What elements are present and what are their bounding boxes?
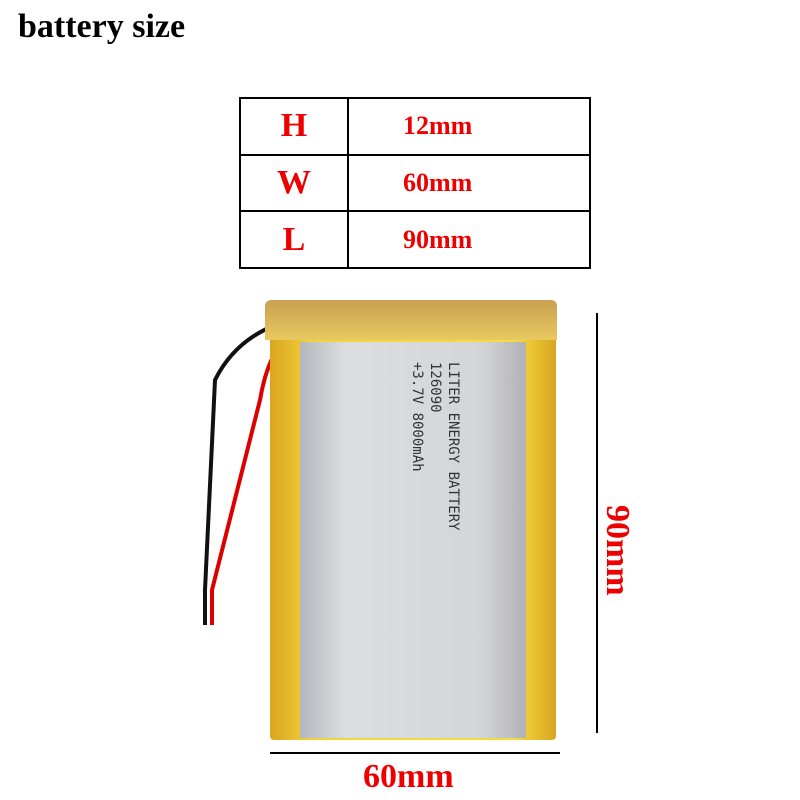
dim-value: 60mm bbox=[347, 153, 591, 213]
battery-label: LITER ENERGY BATTERY 126090 +3.7V 8000mA… bbox=[408, 362, 462, 702]
width-dimension-text: 60mm bbox=[363, 758, 454, 795]
height-dimension-text: 90mm bbox=[599, 505, 636, 596]
battery-top-tab bbox=[265, 300, 557, 340]
height-dimension-line bbox=[596, 313, 598, 733]
page-title: battery size bbox=[18, 8, 186, 45]
dim-value: 90mm bbox=[347, 210, 591, 269]
dim-label: L bbox=[239, 210, 349, 269]
battery-face bbox=[300, 342, 526, 738]
dim-label: H bbox=[239, 97, 349, 156]
width-dimension-line bbox=[270, 752, 560, 754]
label-line: +3.7V 8000mAh bbox=[409, 362, 425, 472]
dim-value: 12mm bbox=[347, 97, 591, 156]
dim-label: W bbox=[239, 153, 349, 213]
label-line: 126090 bbox=[427, 362, 443, 413]
label-line: LITER ENERGY BATTERY bbox=[445, 362, 461, 531]
